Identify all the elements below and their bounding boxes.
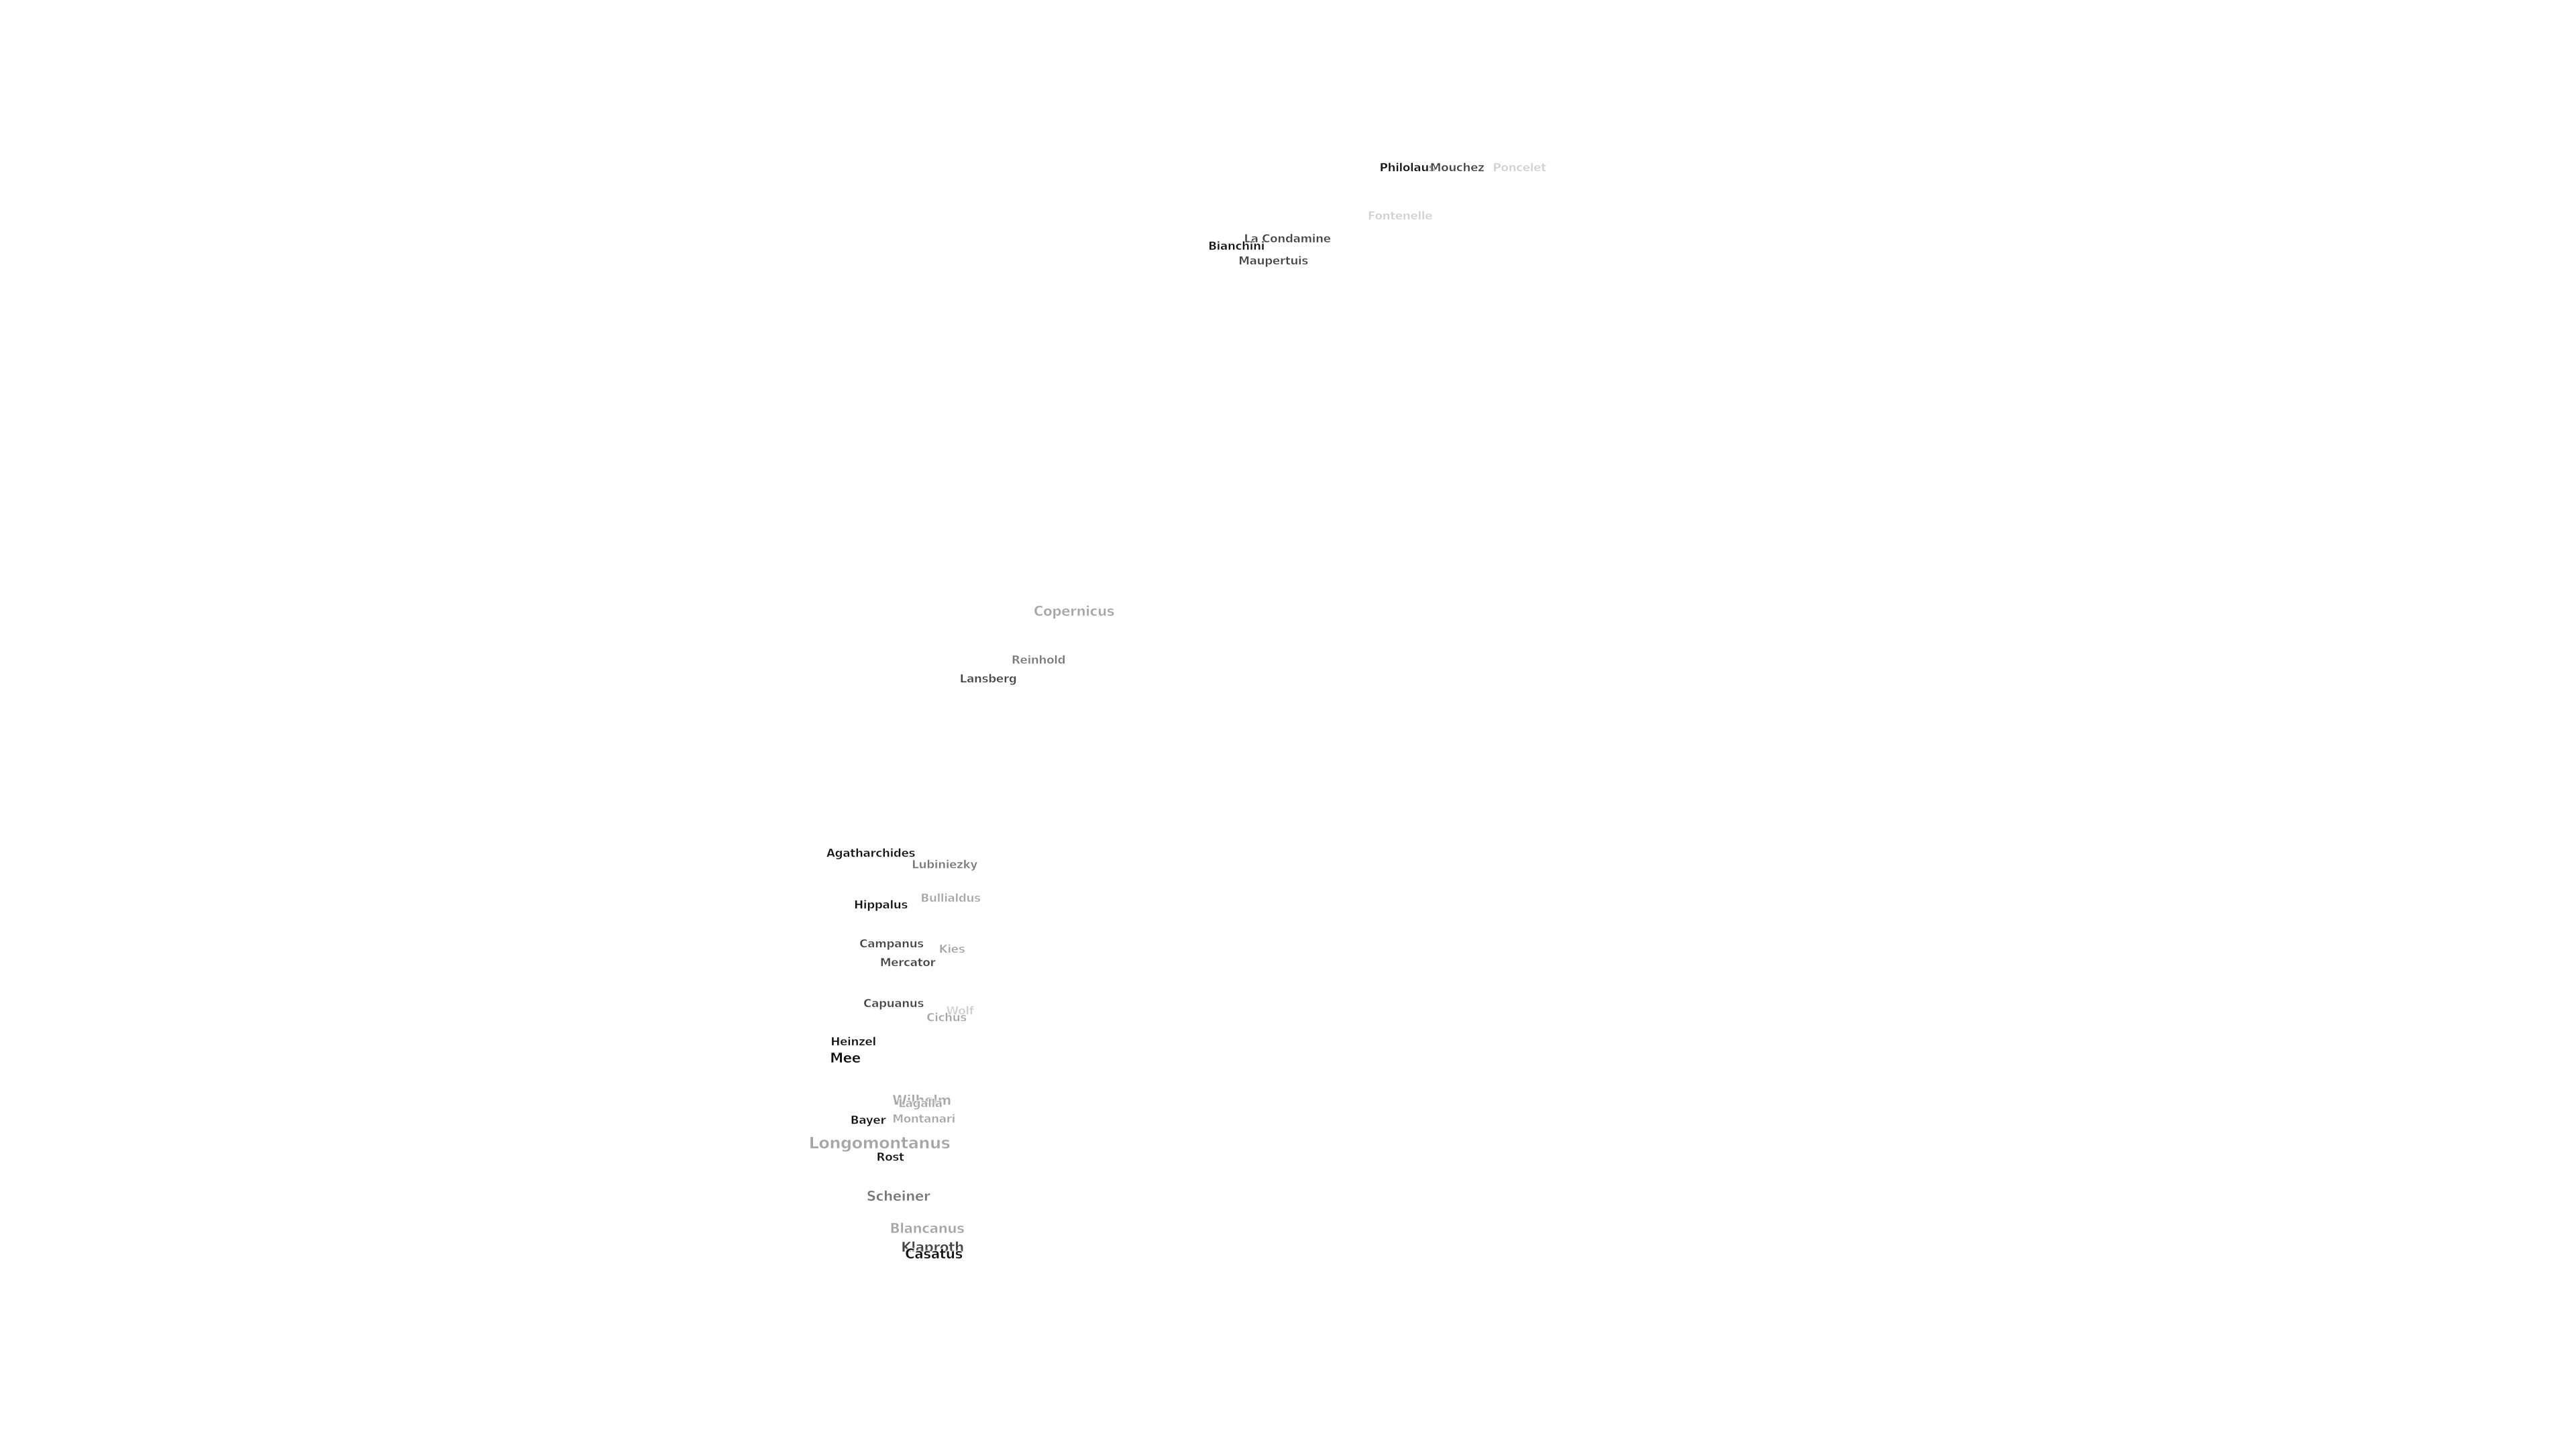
crater-label-lansberg: Lansberg <box>959 672 1017 686</box>
crater-label-la-condamine: La Condamine <box>1244 232 1331 246</box>
crater-label-scheiner: Scheiner <box>866 1188 930 1204</box>
crater-label-reinhold: Reinhold <box>1011 653 1066 667</box>
crater-label-bayer: Bayer <box>850 1114 886 1128</box>
crater-label-copernicus: Copernicus <box>1033 603 1115 619</box>
crater-label-longomontanus: Longomontanus <box>808 1134 951 1152</box>
crater-label-bullialdus: Bullialdus <box>920 892 981 906</box>
crater-label-heinzel: Heinzel <box>830 1035 877 1049</box>
crater-label-lubiniezky: Lubiniezky <box>912 858 978 872</box>
crater-label-wilhelm: Wilhelm <box>892 1092 952 1108</box>
crater-label-casatus: Casatus <box>905 1246 963 1262</box>
crater-label-capuanus: Capuanus <box>863 997 924 1011</box>
crater-label-campanus: Campanus <box>859 937 924 951</box>
crater-label-montanari: Montanari <box>892 1112 956 1126</box>
crater-label-poncelet: Poncelet <box>1493 161 1546 175</box>
crater-label-mercator: Mercator <box>879 956 936 970</box>
crater-label-fontenelle: Fontenelle <box>1367 209 1433 223</box>
crater-label-bianchini: Bianchini <box>1208 239 1265 254</box>
crater-label-mee: Mee <box>830 1050 861 1066</box>
crater-label-mouchez: Mouchez <box>1430 161 1485 175</box>
crater-label-blancanus: Blancanus <box>890 1220 965 1236</box>
crater-label-rost: Rost <box>876 1150 904 1165</box>
crater-label-klaproth: Klaproth <box>901 1239 965 1255</box>
crater-label-lagalla: Lagalla <box>898 1097 943 1111</box>
crater-label-maupertuis: Maupertuis <box>1238 254 1309 268</box>
crater-label-agatharchides: Agatharchides <box>826 847 916 861</box>
crater-label-cichus: Cichus <box>926 1011 967 1025</box>
crater-label-wolf: Wolf <box>946 1004 974 1018</box>
crater-label-philolaus: Philolaus <box>1379 161 1436 175</box>
crater-label-hippalus: Hippalus <box>854 898 908 912</box>
crater-label-kies: Kies <box>938 943 965 957</box>
